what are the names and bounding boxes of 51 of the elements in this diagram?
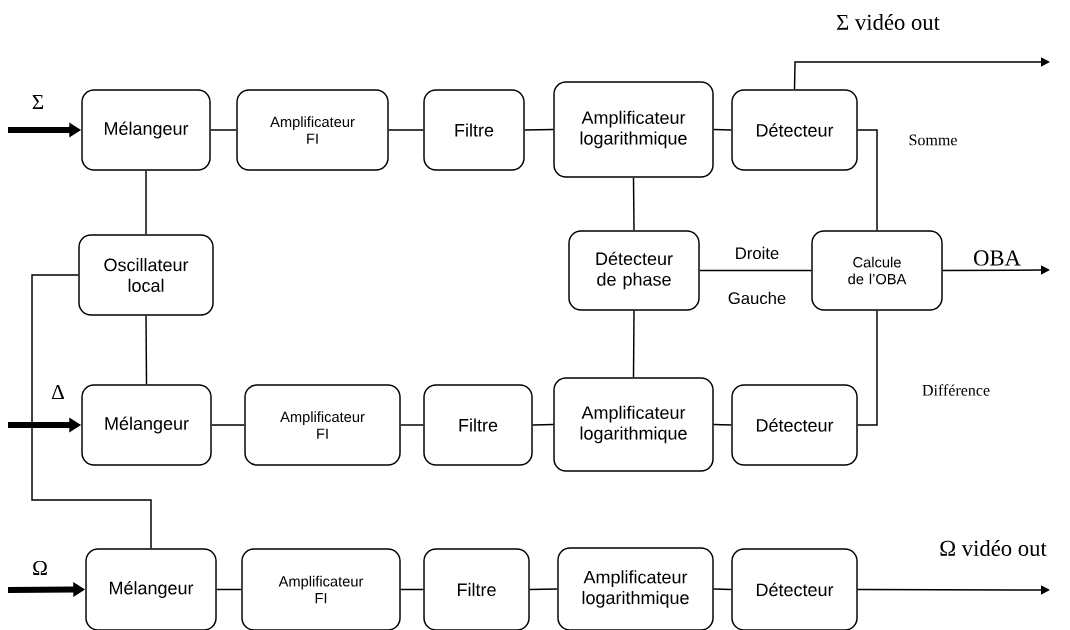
- process-box: Mélangeur: [81, 384, 212, 466]
- process-box: Oscillateur local: [78, 234, 214, 316]
- edge-label: Somme: [907, 133, 959, 147]
- process-box: Détecteur de phase: [568, 230, 700, 311]
- edge-label: Δ: [49, 383, 67, 401]
- process-box: Détecteur: [731, 384, 858, 466]
- connector: [632, 177, 635, 231]
- connector: [857, 310, 878, 426]
- connector: [713, 128, 732, 131]
- process-box: Amplificateur FI: [244, 384, 401, 466]
- edge-label: Σ: [30, 93, 46, 111]
- connector: [145, 315, 148, 385]
- connector: [400, 424, 424, 426]
- process-box: Mélangeur: [81, 89, 211, 171]
- process-box: Filtre: [423, 548, 530, 630]
- process-box: Filtre: [423, 384, 533, 466]
- connector: [793, 57, 1050, 90]
- edge-label: Ω: [30, 559, 50, 577]
- edge-label: OBA: [971, 249, 1023, 267]
- process-box: Calcule de l’OBA: [811, 230, 943, 311]
- connector: [632, 310, 635, 378]
- connector: [713, 588, 732, 591]
- connector: [210, 129, 237, 131]
- connector: [211, 424, 245, 426]
- connector: [388, 129, 424, 131]
- process-box: Mélangeur: [85, 548, 217, 630]
- connector: [400, 588, 424, 591]
- signal-label: Gauche: [726, 290, 788, 306]
- process-box: Amplificateur logarithmique: [553, 377, 714, 472]
- process-box: Filtre: [423, 89, 525, 171]
- process-box: Amplificateur logarithmique: [553, 81, 714, 178]
- connector: [145, 170, 147, 235]
- connector: [713, 423, 732, 426]
- connector: [524, 128, 554, 131]
- connector: [532, 423, 554, 426]
- connector: [942, 265, 1050, 275]
- edge-label: Droite: [733, 245, 781, 261]
- process-box: Détecteur: [731, 89, 858, 171]
- edge-label: Ω vidéo out: [937, 538, 1049, 558]
- process-box: Amplificateur FI: [241, 548, 401, 630]
- process-box: Amplificateur FI: [236, 89, 389, 171]
- process-box: Amplificateur logarithmique: [557, 547, 714, 630]
- connector: [216, 588, 242, 591]
- connector: [529, 588, 558, 591]
- process-box: Détecteur: [731, 548, 858, 630]
- connector: [857, 585, 1050, 595]
- connector: [699, 269, 812, 272]
- edge-label: Différence: [920, 382, 992, 398]
- connector: [857, 129, 878, 231]
- connector: [31, 274, 152, 549]
- edge-label: Σ vidéo out: [834, 12, 942, 32]
